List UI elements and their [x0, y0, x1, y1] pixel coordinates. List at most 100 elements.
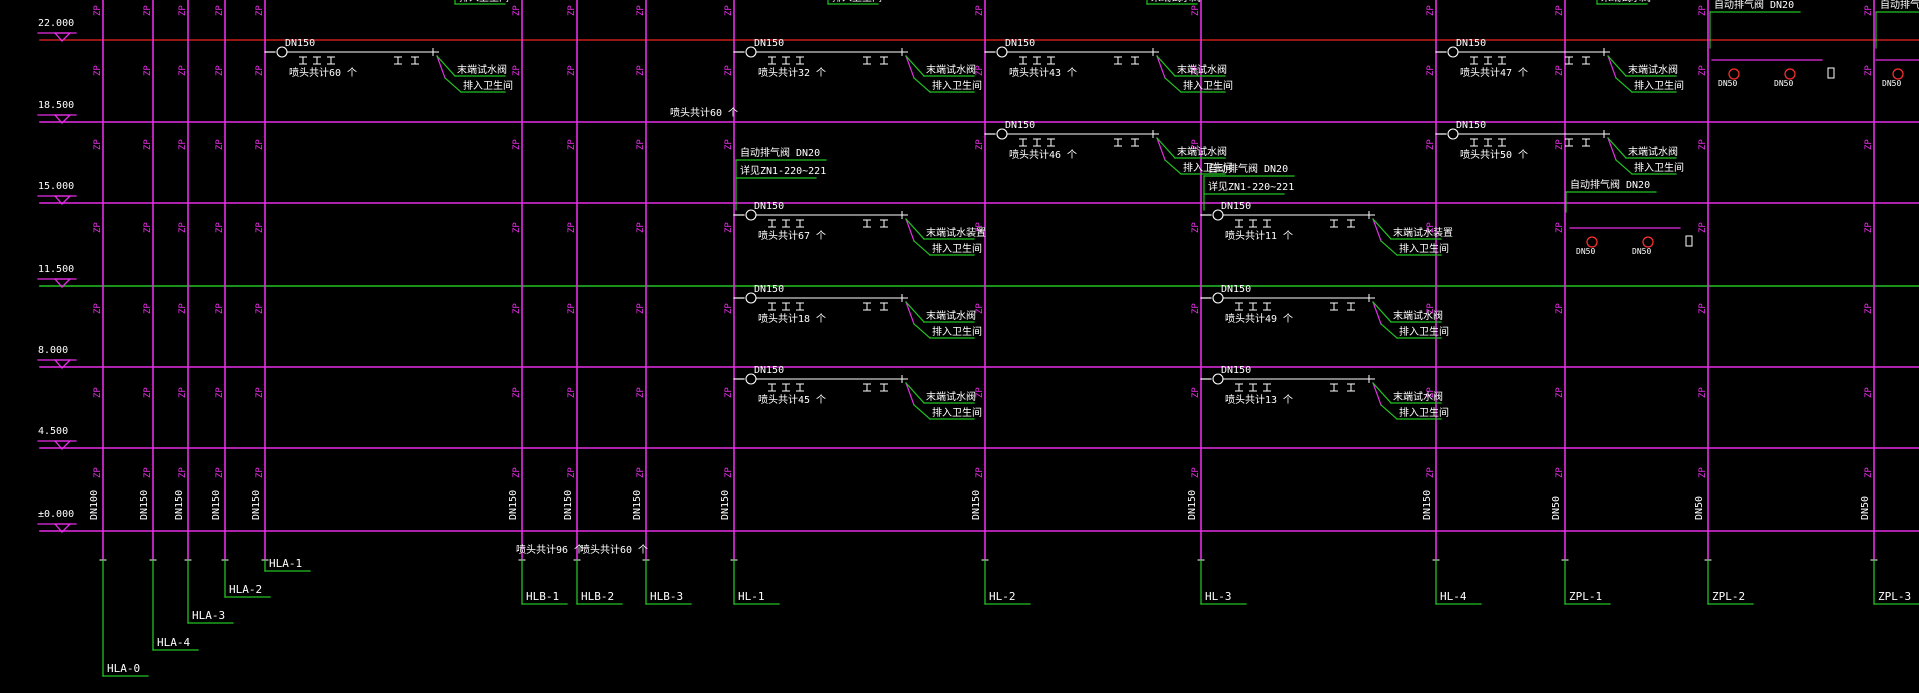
riser-diameter-HLA-1: DN150: [251, 490, 262, 520]
leader-b-diag: [913, 404, 931, 420]
end-label-b: 排入卫生间: [932, 79, 982, 92]
riser-code-HLA-1: ZP: [255, 387, 265, 398]
branch-HL-3-f8: DN150喷头共计13 个末端试水阀排入卫生间: [1200, 365, 1449, 420]
leader-b-diag: [913, 77, 931, 93]
riser-code-HLA-3: ZP: [178, 5, 188, 16]
bottom-count-a: 喷头共计96 个: [516, 543, 584, 556]
sprinkler-head-icon: [863, 302, 871, 311]
sprinkler-head-icon: [1484, 56, 1492, 65]
end-label-a: 末端试水阀: [1177, 145, 1227, 158]
riser-label-HLA-1: HLA-1: [269, 557, 302, 570]
riser-code-HLB-3: ZP: [636, 65, 646, 76]
floor-label-f8: 8.000: [38, 345, 68, 356]
sprinkler-head-icon: [1249, 383, 1257, 392]
sprinkler-head-icon: [1047, 138, 1055, 147]
branch-HL-3-f11: DN150喷头共计49 个末端试水阀排入卫生间: [1200, 284, 1449, 339]
branch-diameter: DN150: [1456, 38, 1486, 49]
riser-diameter-HL-4: DN150: [1422, 490, 1433, 520]
end-valve-icon: [901, 294, 908, 302]
sprinkler-head-icon: [1498, 138, 1506, 147]
riser-diameter-HLB-1: DN150: [508, 490, 519, 520]
riser-label-HL-3: HL-3: [1205, 590, 1232, 603]
riser-code-ZPL-3: ZP: [1864, 65, 1874, 76]
air-valve-hl1-detail: 详见ZN1-220~221: [740, 164, 826, 177]
riser-diameter-HLA-0: DN100: [89, 490, 100, 520]
riser-code-HL-4: ZP: [1426, 467, 1436, 478]
end-valve-icon: [1368, 211, 1375, 219]
leader-b-diag: [1380, 240, 1398, 256]
sprinkler-head-icon: [1033, 138, 1041, 147]
riser-code-HLA-0: ZP: [93, 5, 103, 16]
riser-code-HL-2: ZP: [975, 467, 985, 478]
branch-HL-4-f22: DN150喷头共计47 个末端试水阀排入卫生间: [1435, 38, 1684, 93]
floor-label-f4: 4.500: [38, 426, 68, 437]
leader-a-diag: [1607, 55, 1627, 77]
end-label-b: 排入卫生间: [1399, 325, 1449, 338]
branch-HL-3-f15: DN150喷头共计11 个末端试水装置排入卫生间: [1200, 201, 1453, 256]
riser-code-HLB-2: ZP: [567, 5, 577, 16]
riser-code-HLA-4: ZP: [143, 303, 153, 314]
riser-code-HL-2: ZP: [975, 65, 985, 76]
riser-label-HLA-4: HLA-4: [157, 636, 190, 649]
leader-b-diag: [1380, 323, 1398, 339]
sprinkler-head-icon: [1019, 138, 1027, 147]
drain-pipe: [1607, 137, 1617, 161]
sprinkler-head-icon: [768, 302, 776, 311]
riser-code-HLB-1: ZP: [512, 65, 522, 76]
end-valve-icon: [901, 375, 908, 383]
sprinkler-head-icon: [863, 219, 871, 228]
sprinkler-head-icon: [411, 56, 419, 65]
riser-code-HLA-2: ZP: [215, 222, 225, 233]
sprinkler-count: 喷头共计45 个: [758, 393, 826, 406]
zpl1-group-valve-b-dn: DN50: [1632, 247, 1651, 256]
riser-code-HL-3: ZP: [1191, 5, 1201, 16]
riser-code-HL-4: ZP: [1426, 5, 1436, 16]
sprinkler-head-icon: [327, 56, 335, 65]
riser-code-HL-1: ZP: [724, 387, 734, 398]
riser-code-HLA-3: ZP: [178, 467, 188, 478]
riser-code-ZPL-2: ZP: [1698, 5, 1708, 16]
drain-pipe: [905, 218, 915, 242]
sprinkler-head-icon: [1484, 138, 1492, 147]
riser-code-HLA-2: ZP: [215, 387, 225, 398]
sprinkler-count-note: 喷头共计60 个: [670, 106, 738, 119]
riser-label-HLB-3: HLB-3: [650, 590, 683, 603]
riser-code-ZPL-2: ZP: [1698, 222, 1708, 233]
end-label-a: 末端试水装置: [1393, 226, 1453, 239]
sprinkler-count: 喷头共计46 个: [1009, 148, 1077, 161]
sprinkler-head-icon: [1582, 138, 1590, 147]
drain-pipe: [1607, 55, 1617, 79]
sprinkler-head-icon: [796, 56, 804, 65]
floor-label-f0: ±0.000: [38, 509, 74, 520]
end-label-a: 末端试水阀: [1628, 63, 1678, 76]
sprinkler-head-icon: [1330, 383, 1338, 392]
sprinkler-count: 喷头共计32 个: [758, 66, 826, 79]
branch-diameter: DN150: [1221, 365, 1251, 376]
sprinkler-head-icon: [880, 302, 888, 311]
sprinkler-count: 喷头共计67 个: [758, 229, 826, 242]
riser-code-HLA-4: ZP: [143, 139, 153, 150]
sprinkler-head-icon: [1131, 138, 1139, 147]
riser-code-ZPL-2: ZP: [1698, 65, 1708, 76]
riser-code-HLA-1: ZP: [255, 139, 265, 150]
sprinkler-head-icon: [1235, 383, 1243, 392]
riser-code-HLB-2: ZP: [567, 222, 577, 233]
sprinkler-count: 喷头共计43 个: [1009, 66, 1077, 79]
riser-code-HLA-0: ZP: [93, 303, 103, 314]
riser-code-HLA-3: ZP: [178, 139, 188, 150]
sprinkler-head-icon: [768, 219, 776, 228]
riser-label-ZPL-3: ZPL-3: [1878, 590, 1911, 603]
branch-HL-1-f8: DN150喷头共计45 个末端试水阀排入卫生间: [733, 365, 982, 420]
end-valve-icon: [1603, 130, 1610, 138]
riser-diameter-HLB-3: DN150: [632, 490, 643, 520]
riser-code-HLB-1: ZP: [512, 5, 522, 16]
riser-code-HLA-2: ZP: [215, 65, 225, 76]
riser-label-HLA-3: HLA-3: [192, 609, 225, 622]
sprinkler-head-icon: [1330, 219, 1338, 228]
riser-diameter-HLA-2: DN150: [211, 490, 222, 520]
sprinkler-head-icon: [796, 383, 804, 392]
leader-a-diag: [1607, 137, 1627, 159]
air-valve-hl3-detail: 详见ZN1-220~221: [1208, 180, 1294, 193]
